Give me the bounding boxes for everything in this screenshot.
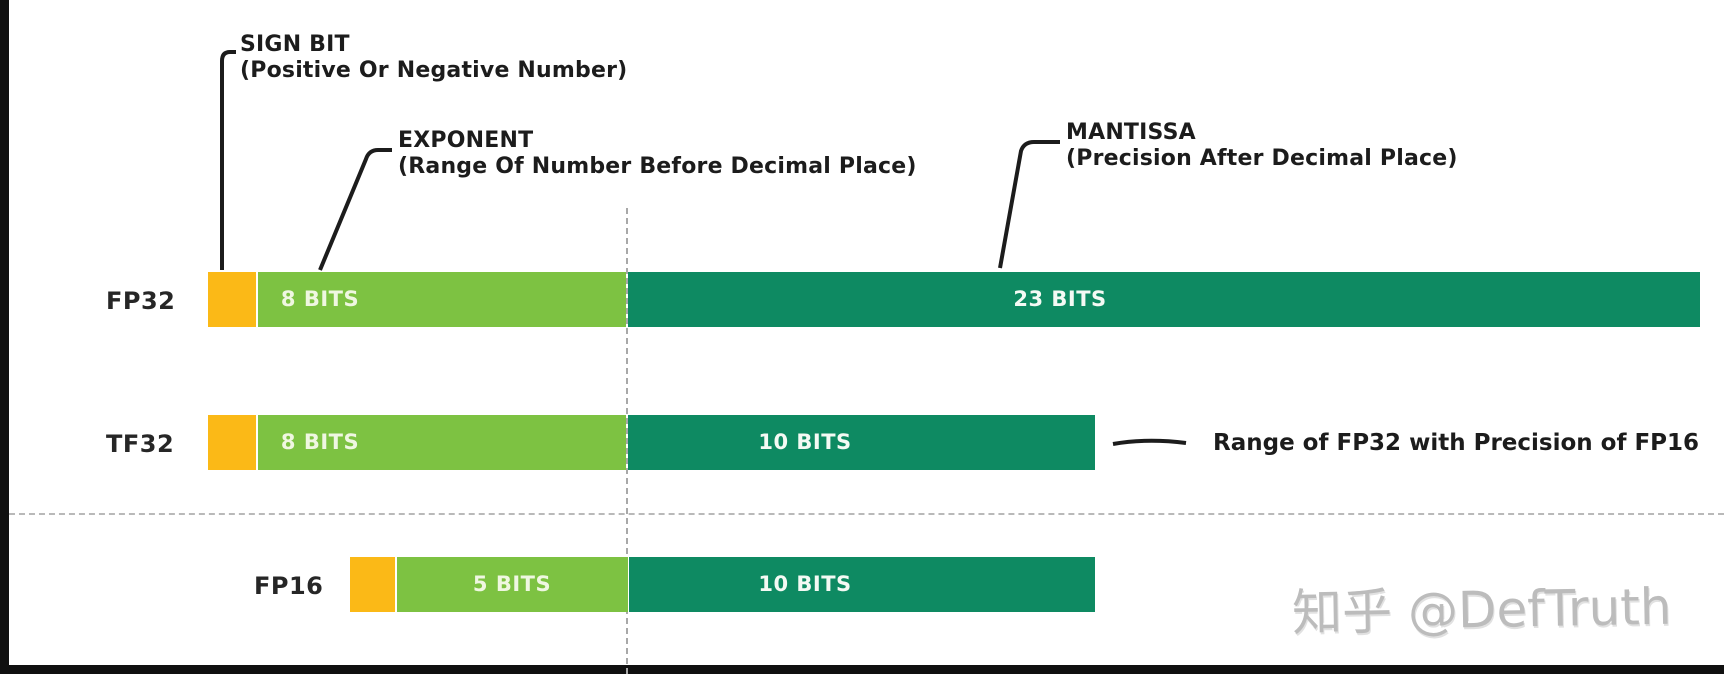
tf32-mantissa-bits-label: 10 BITS: [758, 430, 852, 454]
tf32-mantissa-segment: [628, 415, 1095, 470]
row-label-fp16: FP16: [254, 572, 324, 600]
tf32-sign-bit-segment: [208, 415, 256, 470]
sign-bit-subtitle: (Positive Or Negative Number): [240, 58, 628, 83]
exponent-callout-line: [318, 148, 392, 271]
mantissa-callout-line: [998, 140, 1060, 269]
fp16-exponent-bits-label: 5 BITS: [472, 572, 552, 596]
fp32-exponent-segment: [258, 272, 626, 327]
exponent-title: EXPONENT: [398, 128, 534, 153]
mantissa-callout: MANTISSA (Precision After Decimal Place): [1066, 120, 1458, 172]
fp16-mantissa-bits-label: 10 BITS: [758, 572, 852, 596]
exponent-mantissa-divider-line: [626, 208, 628, 674]
tf32-exponent-bits-label: 8 BITS: [280, 430, 360, 454]
fp32-mantissa-segment: [628, 272, 1700, 327]
bottom-border-bar: [0, 665, 1724, 674]
mantissa-subtitle: (Precision After Decimal Place): [1066, 146, 1458, 171]
fp16-separator-line: [9, 513, 1724, 515]
tf32-note-line: [1112, 438, 1187, 446]
fp16-exponent-segment: [397, 557, 628, 612]
sign-bit-title: SIGN BIT: [240, 32, 350, 57]
exponent-callout: EXPONENT (Range Of Number Before Decimal…: [398, 128, 917, 180]
row-label-tf32: TF32: [106, 430, 175, 458]
sign-bit-callout: SIGN BIT (Positive Or Negative Number): [240, 32, 627, 84]
fp32-exponent-bits-label: 8 BITS: [280, 287, 360, 311]
fp16-mantissa-segment: [629, 557, 1095, 612]
tf32-exponent-segment: [258, 415, 626, 470]
fp32-sign-bit-segment: [208, 272, 256, 327]
row-label-fp32: FP32: [106, 287, 176, 315]
fp16-sign-bit-segment: [350, 557, 395, 612]
sign-bit-callout-line: [220, 50, 236, 270]
fp32-mantissa-bits-label: 23 BITS: [1013, 287, 1107, 311]
mantissa-title: MANTISSA: [1066, 120, 1196, 145]
tf32-range-note: Range of FP32 with Precision of FP16: [1213, 430, 1700, 456]
zhihu-watermark: 知乎 @DefTruth: [1291, 577, 1673, 643]
left-border-bar: [0, 0, 9, 674]
exponent-subtitle: (Range Of Number Before Decimal Place): [398, 154, 917, 179]
